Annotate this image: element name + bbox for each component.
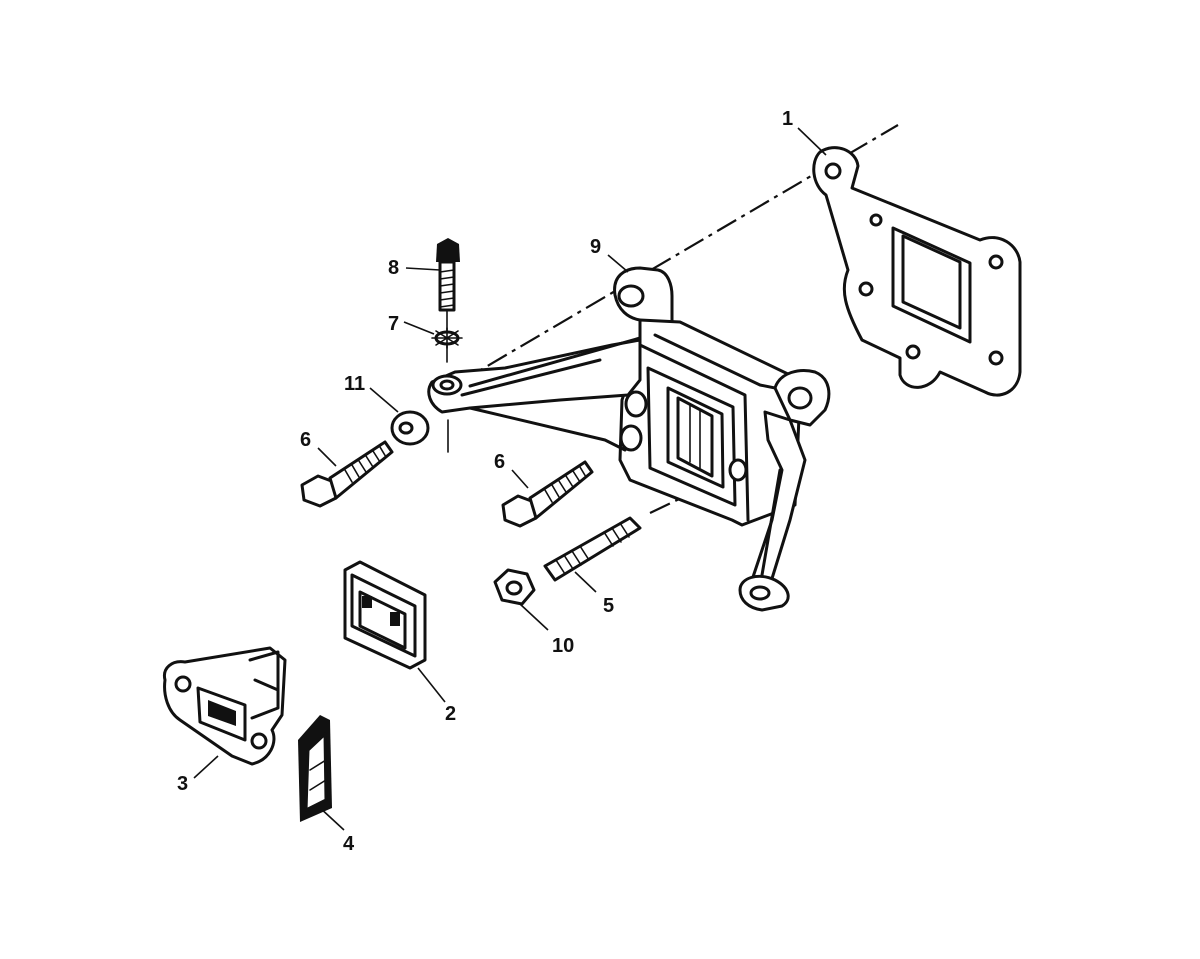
bolt-part-6-right xyxy=(501,460,594,528)
reed-block-seal-part-2 xyxy=(343,560,427,670)
bolt-part-6-left xyxy=(300,440,394,508)
callout-6-right: 6 xyxy=(494,451,505,473)
leader-lines xyxy=(193,127,827,831)
callouts: 1 9 8 7 11 6 6 5 10 2 3 4 xyxy=(177,108,793,855)
gasket-part-1 xyxy=(812,146,1022,397)
washer-part-11 xyxy=(390,410,430,446)
callout-9: 9 xyxy=(590,236,601,258)
stud-part-5 xyxy=(543,516,642,582)
callout-7: 7 xyxy=(388,313,399,335)
callout-3: 3 xyxy=(177,773,188,795)
lock-washer-part-7 xyxy=(431,327,463,349)
callout-5: 5 xyxy=(603,595,614,617)
intake-manifold-part-9 xyxy=(427,266,831,612)
reed-petal-part-4 xyxy=(298,715,332,822)
callout-4: 4 xyxy=(343,833,355,855)
callout-10: 10 xyxy=(552,635,574,657)
callout-8: 8 xyxy=(388,257,399,279)
callout-6-left: 6 xyxy=(300,429,311,451)
callout-2: 2 xyxy=(445,703,456,725)
callout-11: 11 xyxy=(344,373,365,395)
callout-1: 1 xyxy=(782,108,793,130)
reed-block-part-3 xyxy=(162,646,287,766)
bolt-part-8 xyxy=(436,238,460,363)
nut-part-10 xyxy=(493,568,536,606)
